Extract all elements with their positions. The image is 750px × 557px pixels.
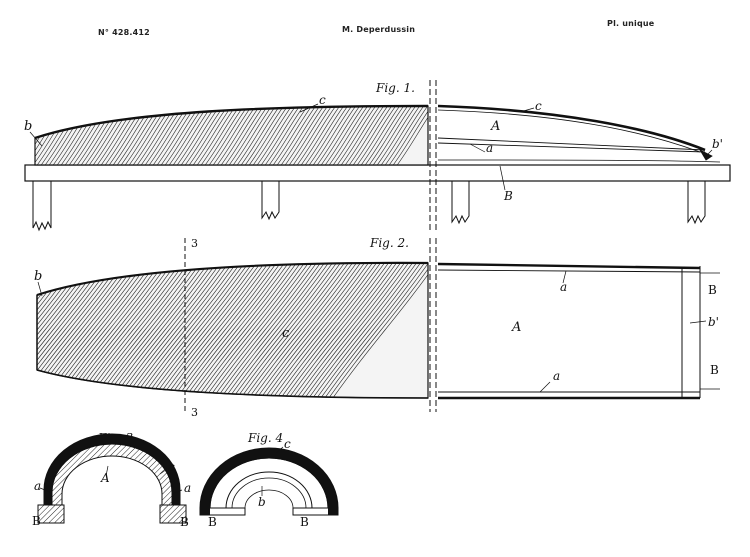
fig1-wound-hull	[34, 104, 429, 166]
figure-3: Fig. 3. A c a a B B	[32, 431, 191, 529]
fig3-label-a-left: a	[34, 479, 41, 493]
fig2-label-c: c	[282, 326, 290, 341]
fig3-label-B-left: B	[32, 514, 41, 528]
author-name: M. Deperdussin	[342, 25, 416, 34]
fig3-label-a-right: a	[184, 481, 191, 495]
fig4-label-c: c	[284, 437, 291, 451]
fig1-label-B: B	[503, 189, 513, 203]
figure-4: Fig. 4 c b B B	[199, 431, 339, 529]
fig4-label-B-left: B	[208, 515, 217, 529]
patent-number: N° 428.412	[98, 28, 150, 37]
fig1-legs	[32, 181, 706, 232]
fig1-label-c-left: c	[319, 93, 326, 107]
fig1-label-a: a	[486, 141, 493, 155]
fig2-label-B-top: B	[708, 283, 717, 297]
fig2-section-3-bottom: 3	[191, 406, 198, 419]
fig4-label-b: b	[258, 495, 266, 509]
fig2-open-frame	[437, 262, 720, 400]
fig2-label-a-bottom: a	[553, 369, 560, 383]
fig2-title: Fig. 2.	[369, 236, 409, 250]
fig2-section-3-top: 3	[191, 237, 198, 250]
fig2-wound-hull	[36, 261, 429, 399]
fig2-label-B-bottom: B	[710, 363, 719, 377]
fig2-label-b-prime: b'	[708, 315, 719, 329]
fig4-label-B-right: B	[300, 515, 309, 529]
fig1-break-line	[429, 80, 437, 232]
fig3-label-B-right: B	[180, 515, 189, 529]
fig1-open-hull	[437, 104, 721, 163]
figure-1: Fig. 1.	[24, 80, 731, 232]
fig2-label-A: A	[511, 320, 521, 335]
plate-label: Pl. unique	[607, 19, 655, 28]
fig3-label-c: c	[168, 460, 175, 474]
fig1-title: Fig. 1.	[375, 81, 415, 95]
fig1-label-c-right: c	[535, 99, 542, 113]
fig1-label-b-prime: b'	[712, 137, 723, 151]
fig2-label-b: b	[34, 269, 42, 284]
fig2-break-line	[429, 238, 437, 412]
fig2-label-a-top: a	[560, 280, 567, 294]
fig3-label-A: A	[100, 471, 110, 485]
fig1-bench	[24, 164, 731, 182]
figure-2: Fig. 2. 3 3	[34, 236, 720, 419]
fig1-label-b: b	[24, 119, 32, 134]
fig1-label-A: A	[490, 119, 500, 134]
fig4-title: Fig. 4	[247, 431, 283, 445]
